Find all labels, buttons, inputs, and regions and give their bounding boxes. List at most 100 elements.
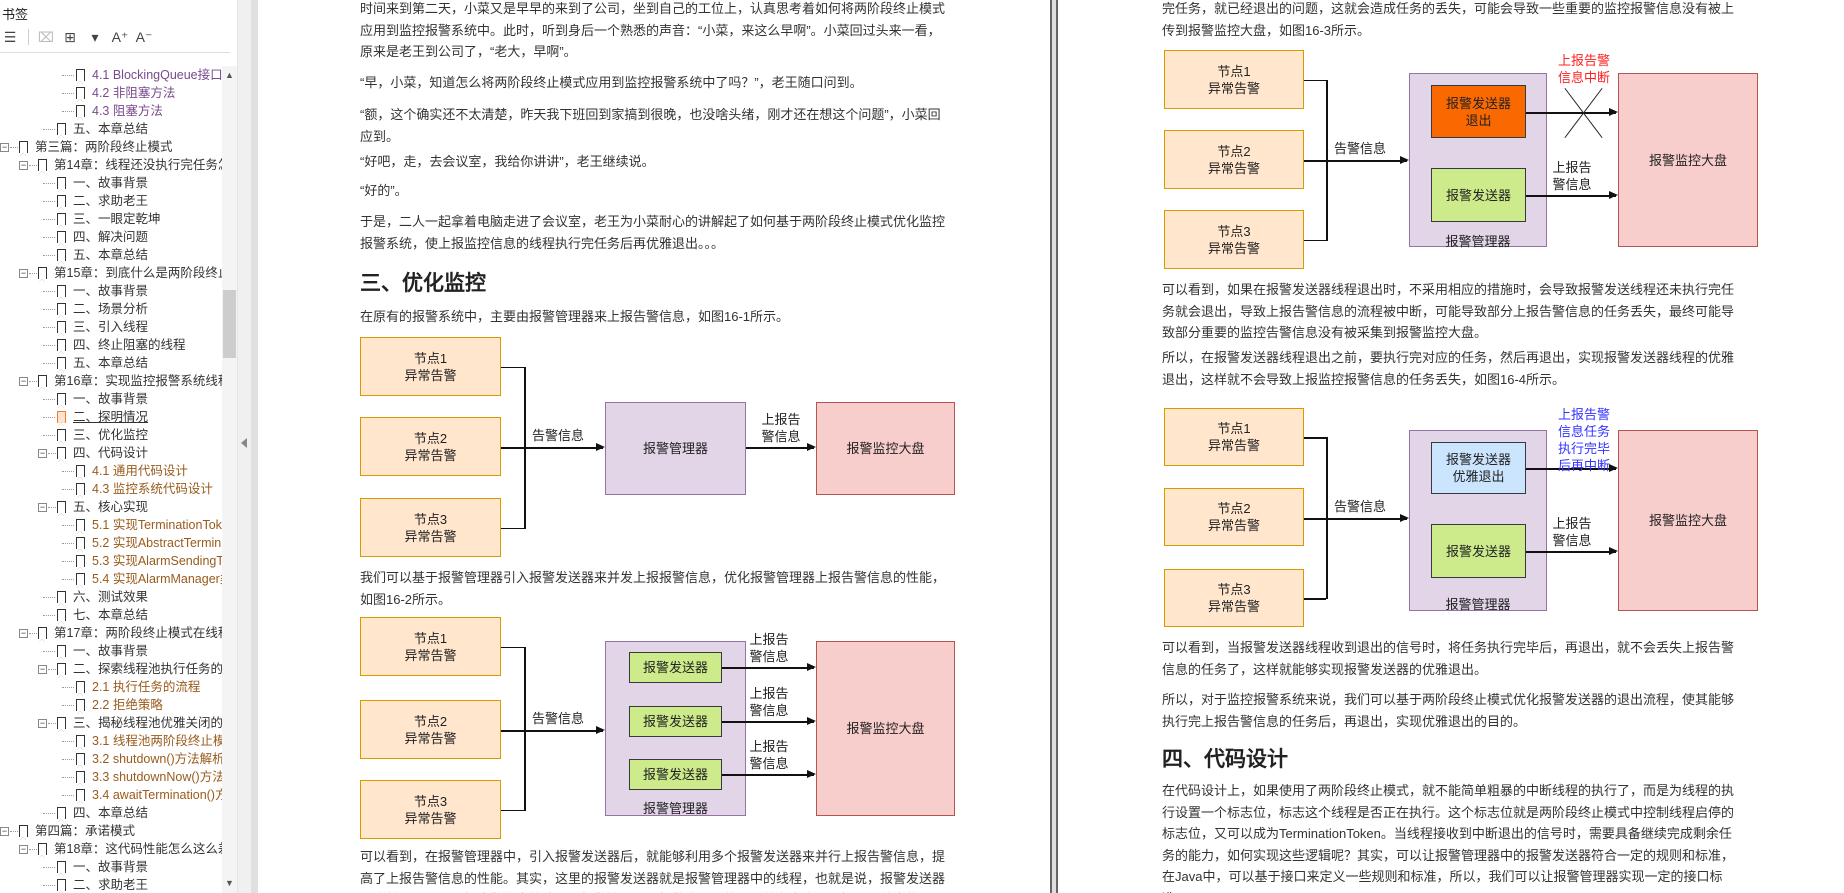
collapse-toggle-icon[interactable]: −	[19, 628, 28, 638]
bookmark-scrollbar[interactable]: ▲ ▼	[222, 66, 237, 893]
bookmark-item[interactable]: 二、求助老王	[0, 192, 222, 210]
bookmark-icon	[76, 105, 85, 120]
bookmark-options-icon[interactable]: ▾	[91, 29, 99, 45]
bookmark-item[interactable]: 一、故事背景	[0, 858, 222, 876]
bookmark-item[interactable]: −三、揭秘线程池优雅关闭的秘	[0, 714, 222, 732]
tree-connector	[43, 399, 55, 400]
bookmark-item[interactable]: 3.3 shutdownNow()方法	[0, 768, 222, 786]
collapse-toggle-icon[interactable]: −	[38, 448, 47, 458]
report-label-line: 警信息	[749, 703, 789, 718]
bookmark-item[interactable]: 2.2 拒绝策略	[0, 696, 222, 714]
tree-connector	[43, 813, 55, 814]
add-bookmark-icon[interactable]: ⊞	[64, 29, 76, 45]
report-label-line: 上报告	[749, 686, 789, 701]
alarm-sender-box: 报警发送器	[629, 652, 722, 683]
bookmark-label: 一、故事背景	[73, 176, 149, 190]
bookmark-item[interactable]: 4.2 非阻塞方法	[0, 84, 222, 102]
collapse-toggle-icon[interactable]: −	[0, 826, 9, 836]
collapse-toggle-icon[interactable]: −	[38, 664, 47, 674]
bookmark-item[interactable]: 4.3 监控系统代码设计	[0, 480, 222, 498]
bookmark-item[interactable]: 四、解决问题	[0, 228, 222, 246]
bookmark-item[interactable]: −四、代码设计	[0, 444, 222, 462]
bookmark-item[interactable]: 一、故事背景	[0, 174, 222, 192]
section-heading: 四、代码设计	[1162, 748, 1288, 771]
bookmark-item[interactable]: 四、终止阻塞的线程	[0, 336, 222, 354]
bookmark-icon	[38, 627, 47, 642]
scroll-down-icon[interactable]: ▼	[225, 878, 234, 888]
bookmark-item[interactable]: 5.3 实现AlarmSendingTh	[0, 552, 222, 570]
node-label: 异常告警	[404, 367, 457, 383]
bookmark-item[interactable]: 2.1 执行任务的流程	[0, 678, 222, 696]
bookmark-item[interactable]: 五、本章总结	[0, 120, 222, 138]
bookmark-label: 四、本章总结	[73, 806, 149, 820]
bookmark-item[interactable]: −第四篇：承诺模式	[0, 822, 222, 840]
bookmark-icon	[57, 321, 66, 336]
bookmark-item[interactable]: − 第16章：实现监控报警系统线程	[0, 372, 222, 390]
font-increase-icon[interactable]: A⁺	[111, 29, 129, 45]
bookmark-item[interactable]: −第14章：线程还没执行完任务怎	[0, 156, 222, 174]
collapse-toggle-icon[interactable]: −	[19, 160, 28, 170]
bookmark-item[interactable]: −五、核心实现	[0, 498, 222, 516]
bookmark-label: 第16章：实现监控报警系统线程	[54, 374, 222, 388]
bookmark-item[interactable]: 3.2 shutdown()方法解析	[0, 750, 222, 768]
bookmark-item[interactable]: −第17章：两阶段终止模式在线程	[0, 624, 222, 642]
bookmark-label: 四、终止阻塞的线程	[73, 338, 186, 352]
bookmark-item[interactable]: 四、本章总结	[0, 804, 222, 822]
font-decrease-icon[interactable]: A⁻	[135, 29, 153, 45]
bookmark-item[interactable]: 六、测试效果	[0, 588, 222, 606]
tree-connector	[29, 633, 37, 634]
bookmark-item[interactable]: −二、探索线程池执行任务的核	[0, 660, 222, 678]
report-label-line: 上报告	[749, 739, 789, 754]
bookmark-item[interactable]: 4.3 阻塞方法	[0, 102, 222, 120]
bookmark-item[interactable]: 五、本章总结	[0, 354, 222, 372]
bookmark-icon	[57, 393, 66, 408]
collapse-toggle-icon[interactable]: −	[38, 502, 47, 512]
collapse-toggle-icon[interactable]: −	[38, 718, 47, 728]
sender-label: 报警发送器	[642, 714, 708, 729]
tree-connector	[62, 777, 74, 778]
bookmark-icon	[76, 735, 85, 750]
collapse-toggle-icon[interactable]: −	[0, 142, 9, 152]
panel-splitter[interactable]	[237, 0, 259, 893]
bookmark-item[interactable]: −第三篇：两阶段终止模式	[0, 138, 222, 156]
scrollbar-thumb[interactable]	[223, 290, 236, 358]
bookmark-item[interactable]: 三、优化监控	[0, 426, 222, 444]
bookmark-item[interactable]: 七、本章总结	[0, 606, 222, 624]
report-label: 上报告警信息	[1548, 515, 1596, 549]
bookmark-item[interactable]: 一、故事背景	[0, 390, 222, 408]
bookmark-item[interactable]: 二、求助老王	[0, 876, 222, 893]
bookmark-item[interactable]: 3.1 线程池两阶段终止模	[0, 732, 222, 750]
bookmark-icon	[76, 87, 85, 102]
bookmark-icon	[57, 177, 66, 192]
report-label-line: 警信息	[749, 649, 789, 664]
bookmark-item[interactable]: 5.4 实现AlarmManager类	[0, 570, 222, 588]
bookmark-item[interactable]: 三、引入线程	[0, 318, 222, 336]
scroll-up-icon[interactable]: ▲	[225, 70, 234, 80]
bookmark-icon	[57, 501, 66, 516]
bookmark-item[interactable]: 5.1 实现TerminationTok	[0, 516, 222, 534]
tree-connector	[43, 417, 55, 418]
collapse-toggle-icon[interactable]: −	[19, 844, 28, 854]
bookmark-item[interactable]: 二、场景分析	[0, 300, 222, 318]
bookmark-item[interactable]: 三、一眼定乾坤	[0, 210, 222, 228]
node-label: 异常告警	[1207, 80, 1260, 96]
bookmark-item[interactable]: 3.4 awaitTermination()方	[0, 786, 222, 804]
sender-label: 优雅退出	[1452, 469, 1505, 484]
collapse-toggle-icon[interactable]: −	[19, 268, 28, 278]
bookmark-item[interactable]: −第15章：到底什么是两阶段终止	[0, 264, 222, 282]
bookmark-item[interactable]: 5.2 实现AbstractTermin	[0, 534, 222, 552]
node-label: 异常告警	[404, 730, 457, 746]
bookmark-item[interactable]: 五、本章总结	[0, 246, 222, 264]
bookmark-item[interactable]: 一、故事背景	[0, 642, 222, 660]
outline-list-icon[interactable]: ☰	[3, 29, 17, 45]
bookmark-item[interactable]: −第18章：这代码性能怎么这么差	[0, 840, 222, 858]
bookmark-item[interactable]: 二、探明情况	[0, 408, 222, 426]
bookmark-item[interactable]: 一、故事背景	[0, 282, 222, 300]
collapse-panel-icon[interactable]	[241, 438, 247, 448]
bookmark-item[interactable]: 4.1 BlockingQueue接口	[0, 66, 222, 84]
collapse-toggle-icon[interactable]: −	[19, 376, 28, 386]
dashboard-label: 报警监控大盘	[1648, 513, 1727, 528]
paragraph: 在代码设计上，如果使用了两阶段终止模式，就不能简单粗暴的中断线程的执行了，而是为…	[1162, 783, 1735, 893]
bookmark-item[interactable]: 4.1 通用代码设计	[0, 462, 222, 480]
